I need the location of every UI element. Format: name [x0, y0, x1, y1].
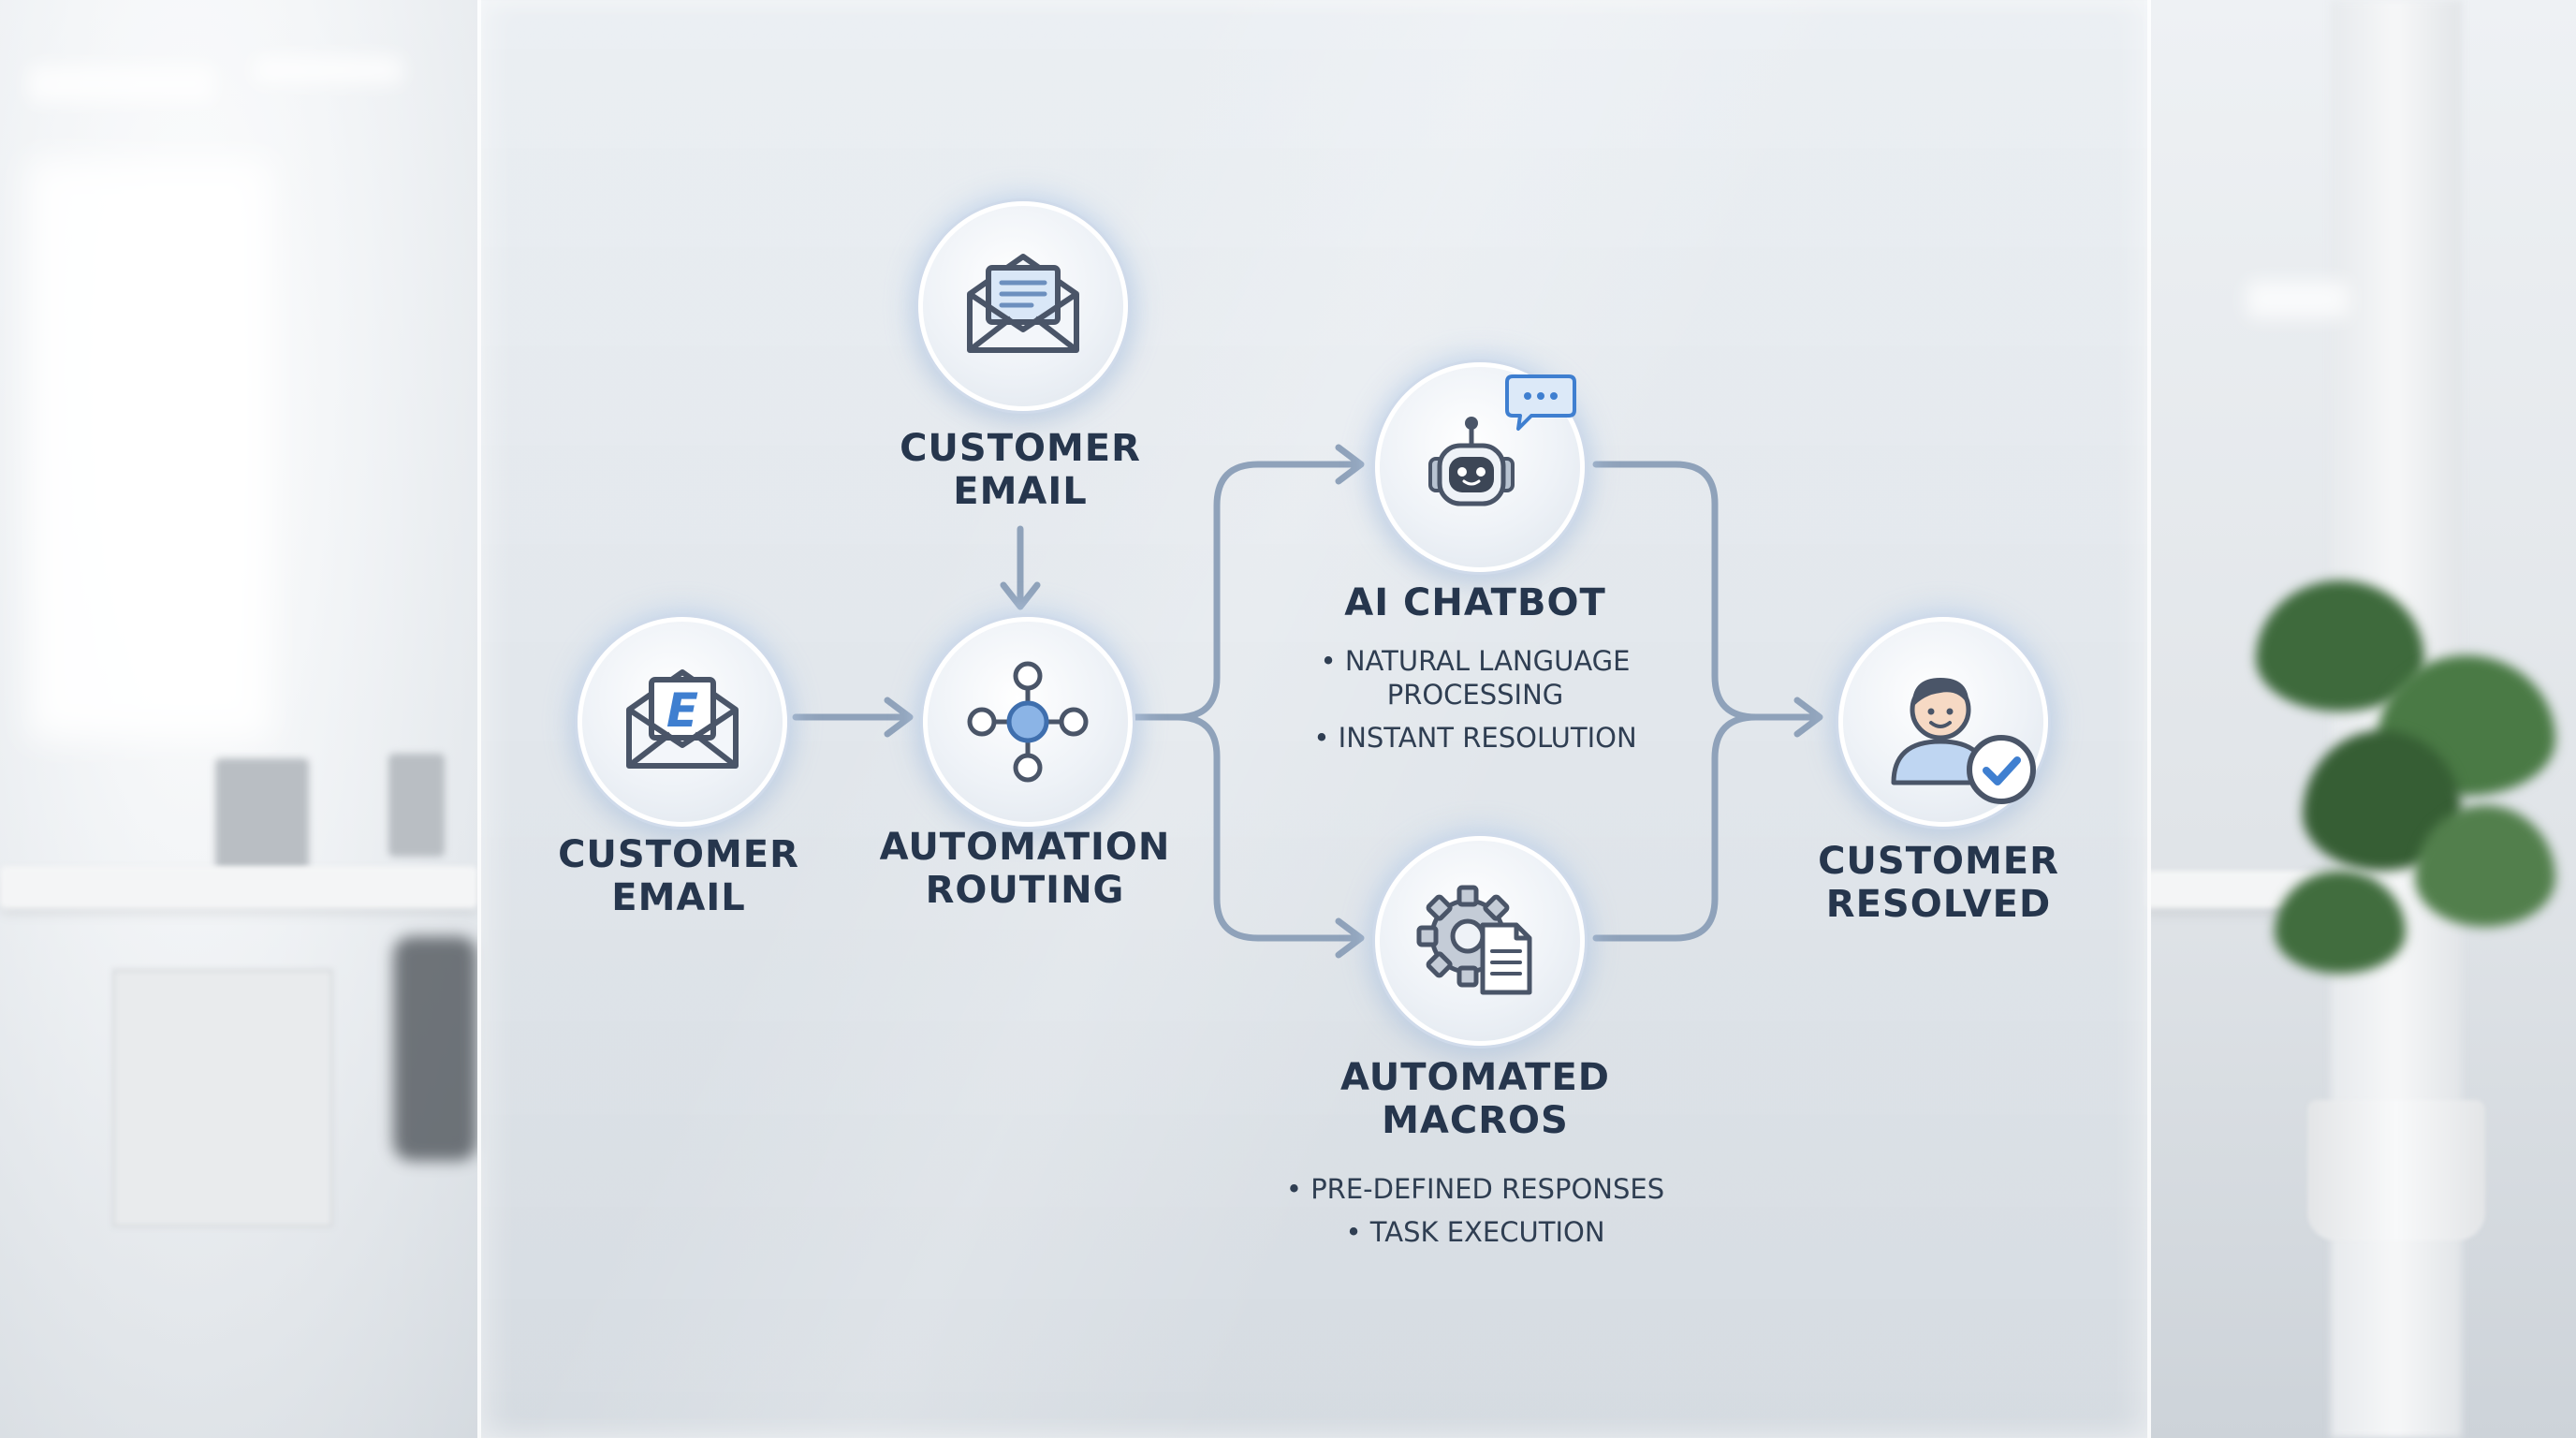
label-line: ROUTING — [833, 869, 1217, 912]
envelope-e-icon: E — [612, 652, 753, 792]
customer-email-top-label: CUSTOMER EMAIL — [842, 427, 1198, 513]
label-line: CUSTOMER — [842, 427, 1198, 470]
ai-chatbot-features: • NATURAL LANGUAGE PROCESSING • INSTANT … — [1251, 644, 1700, 755]
label-line: CUSTOMER — [496, 833, 861, 876]
automation-routing-label: AUTOMATION ROUTING — [833, 826, 1217, 912]
automated-macros-features: • PRE-DEFINED RESPONSES • TASK EXECUTION — [1232, 1172, 1719, 1249]
label-line: EMAIL — [842, 470, 1198, 513]
envelope-letter: E — [666, 683, 698, 738]
automated-macros-label: AUTOMATED MACROS — [1288, 1056, 1662, 1142]
network-hub-icon — [958, 652, 1098, 792]
check-badge-icon — [1964, 732, 2039, 807]
gear-document-icon — [1410, 871, 1550, 1011]
feature-bullet: PROCESSING — [1251, 678, 1700, 712]
customer-email-left-node[interactable]: E — [578, 617, 787, 827]
label-line: RESOLVED — [1756, 883, 2121, 926]
automation-routing-node[interactable] — [923, 617, 1133, 827]
feature-bullet: • TASK EXECUTION — [1232, 1215, 1719, 1249]
customer-email-top-node[interactable] — [918, 201, 1128, 411]
open-envelope-icon — [953, 236, 1093, 376]
feature-bullet: • NATURAL LANGUAGE — [1251, 644, 1700, 678]
customer-resolved-label: CUSTOMER RESOLVED — [1756, 840, 2121, 926]
chat-bubble-icon — [1503, 371, 1578, 436]
label-line: AUTOMATION — [833, 826, 1217, 869]
customer-email-left-label: CUSTOMER EMAIL — [496, 833, 861, 919]
label-line: MACROS — [1288, 1099, 1662, 1142]
feature-bullet: • INSTANT RESOLUTION — [1251, 721, 1700, 755]
automated-macros-node[interactable] — [1375, 836, 1585, 1046]
label-line: EMAIL — [496, 876, 861, 919]
feature-bullet: • PRE-DEFINED RESPONSES — [1232, 1172, 1719, 1206]
ai-chatbot-label: AI CHATBOT — [1288, 581, 1662, 624]
label-line: AI CHATBOT — [1288, 581, 1662, 624]
label-line: CUSTOMER — [1756, 840, 2121, 883]
label-line: AUTOMATED — [1288, 1056, 1662, 1099]
